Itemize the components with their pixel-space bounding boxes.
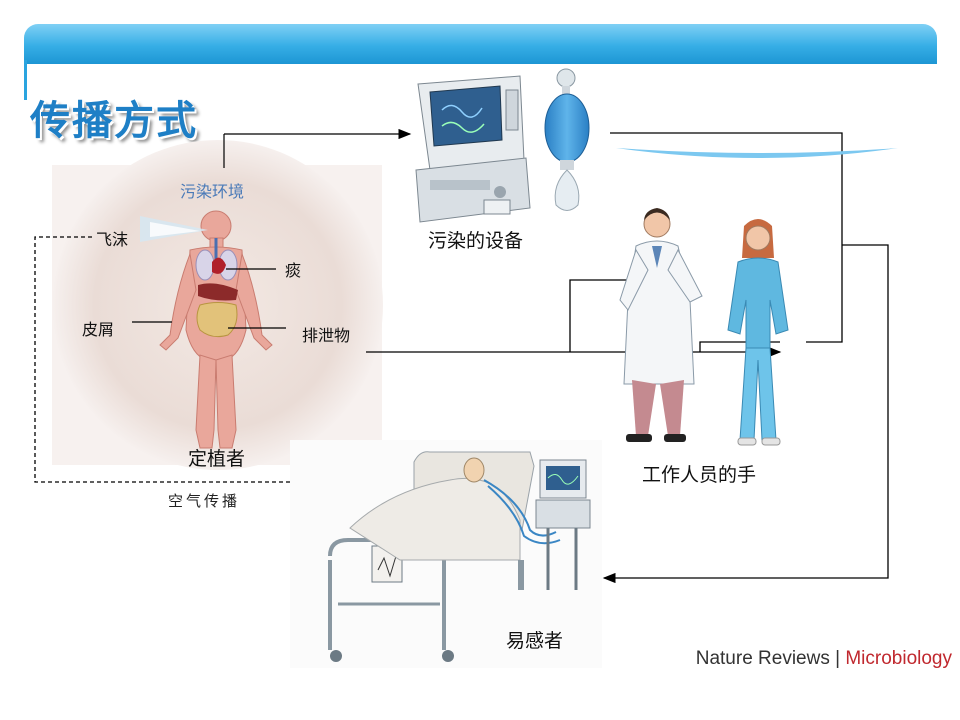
source-journal: Microbiology (845, 648, 952, 669)
resuscitator-bag-icon (544, 68, 590, 211)
label-excreta: 排泄物 (302, 326, 351, 345)
nurse-figure (727, 219, 789, 446)
source-credit: Nature Reviews | Microbiology (696, 648, 952, 670)
slide-title: 传播方式 (30, 97, 198, 144)
label-contaminated-equipment: 污染的设备 (428, 230, 524, 252)
label-skin-flakes: 皮屑 (82, 320, 115, 339)
doctor-figure (619, 208, 703, 442)
banner-edge (24, 60, 27, 100)
label-susceptible-host: 易感者 (506, 630, 564, 652)
label-droplet: 飞沫 (96, 230, 129, 249)
colonized-host-illustration (52, 134, 383, 470)
transmission-flow-lines (34, 128, 889, 584)
hospital-bed-icon (290, 440, 602, 668)
label-colonized-host: 定植者 (188, 448, 246, 470)
header-banner (24, 24, 937, 64)
label-sputum: 痰 (285, 261, 302, 280)
decorative-swoosh (616, 148, 898, 158)
ventilator-monitor-icon (415, 75, 531, 223)
source-separator: | (835, 648, 841, 669)
label-contaminated-environment: 污染环境 (180, 182, 245, 201)
label-airborne: 空气传播 (168, 492, 241, 510)
source-brand: Nature Reviews (695, 648, 830, 669)
label-staff-hands: 工作人员的手 (642, 464, 757, 486)
